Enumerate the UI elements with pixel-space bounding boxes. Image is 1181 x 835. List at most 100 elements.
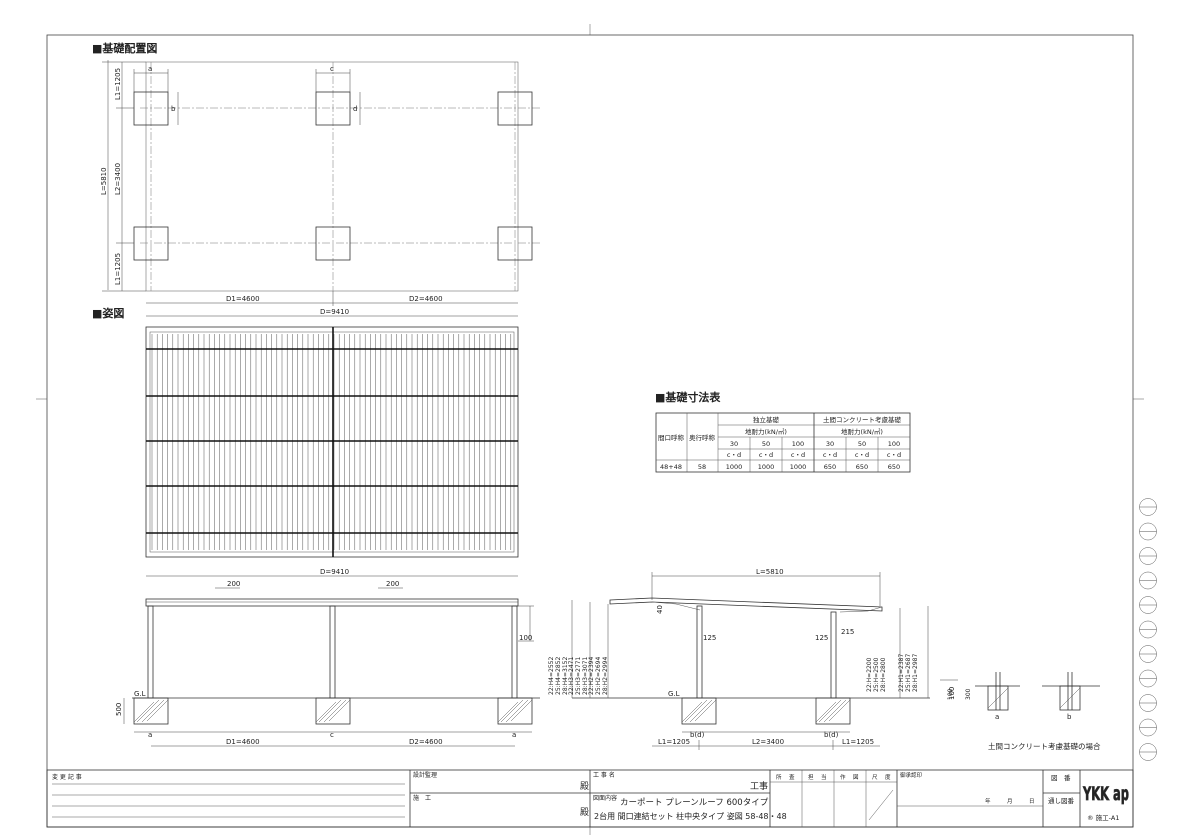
plan-title: ■基礎配置図 (92, 41, 157, 55)
side-h-right-6: 28:H1=2987 (912, 654, 919, 692)
table-load-2: 50 (762, 440, 770, 448)
plan-dim-l1-bot: L1=1205 (114, 253, 122, 285)
hatch-line (348, 699, 351, 702)
binder-holes (1139, 498, 1157, 761)
hatch-line (133, 701, 155, 723)
footing-5 (315, 226, 351, 261)
footing-3 (497, 91, 533, 126)
tb-scale-slash (868, 789, 894, 821)
table-cd-1: c・d (727, 451, 741, 459)
tb-revision: 変 更 記 事 (52, 773, 82, 781)
side-dim-100: 100 (948, 687, 956, 700)
detail-dim-300: 300 (965, 688, 972, 700)
detail-footing-b (1059, 685, 1081, 711)
side-column-2 (830, 611, 837, 699)
table-head-span: 間口呼称 (658, 433, 685, 442)
hatch-line (681, 701, 703, 723)
hatch-line (689, 699, 713, 723)
concrete-detail: 300 100 a b 土間コンクリート考慮基礎の場合 (947, 672, 1101, 751)
side-footing-hatch (681, 699, 851, 723)
table-group-2: 土間コンクリート考慮基礎 (823, 415, 902, 424)
tb-approval-3: 担 (808, 773, 814, 781)
hatch-line (166, 699, 169, 702)
table-row-v4: 650 (824, 463, 836, 471)
hatch-line (505, 699, 529, 723)
side-h-right-3: 28:H=2800 (880, 657, 887, 692)
table-load-6: 100 (888, 440, 900, 448)
side-h-left-7: 22:H2=2394 (588, 657, 595, 695)
tb-project-label: 工 事 名 (593, 771, 615, 779)
tb-approval-8: 度 (885, 773, 891, 781)
front-dim-200a: 200 (227, 580, 240, 588)
hatch-line (315, 701, 337, 723)
roof-slats (151, 334, 512, 550)
side-dim-125b: 125 (815, 634, 828, 642)
table-head-depth: 奥行呼称 (689, 433, 716, 442)
tb-logo: YKK ap (1082, 783, 1129, 805)
front-column-1 (147, 605, 154, 699)
table-cd-4: c・d (823, 451, 837, 459)
roof-top-view: ■姿図 (92, 306, 519, 558)
foundation-plan: ■基礎配置図 a b c d L1=1205 L2= (92, 41, 540, 317)
plan-dim-d2: D2=4600 (409, 295, 443, 303)
plan-tag-c: c (330, 65, 334, 73)
table-row-v1: 1000 (726, 463, 743, 471)
hatch-line (318, 699, 342, 723)
table-frame (655, 412, 911, 473)
hatch-line (848, 699, 851, 702)
tb-approval-5: 作 (840, 773, 846, 781)
tb-approval-7: 尺 (872, 774, 878, 781)
tb-drawing-line1: カーポート プレーンルーフ 600タイプ (620, 798, 769, 808)
table-load-1: 30 (730, 440, 738, 448)
tb-approval-4: 当 (821, 773, 827, 781)
tb-drawing-line2: 2台用 間口連結セット 柱中央タイプ 姿図 58-48・48 (594, 811, 787, 821)
tb-date-year: 年 (985, 797, 991, 805)
side-footing-2 (815, 697, 851, 725)
hatch-line (714, 699, 717, 702)
tb-project-suffix: 工事 (750, 780, 768, 792)
front-dim-200b: 200 (386, 580, 399, 588)
plan-outline (145, 61, 519, 292)
hatch-line (141, 699, 165, 723)
foundation-table: ■基礎寸法表 間口呼称 奥行呼称 独立基礎 土間コンクリート考慮基礎 地耐力(k… (655, 390, 911, 473)
table-load-3: 100 (792, 440, 804, 448)
hatch-line (323, 699, 347, 723)
side-dim-l1a: L1=1205 (658, 738, 690, 746)
front-gl: G.L (134, 690, 146, 698)
tb-code: ® 施工-A1 (1087, 813, 1120, 822)
front-dim-d2: D2=4600 (409, 738, 443, 746)
front-footing-2 (315, 697, 351, 725)
front-dim-500: 500 (115, 703, 123, 716)
table-cd-2: c・d (759, 451, 773, 459)
hatch-line (136, 699, 160, 723)
side-h-right-1: 22:H=2200 (866, 657, 873, 692)
table-load-4: 30 (826, 440, 834, 448)
side-roof-bracket-right (839, 606, 883, 613)
side-h-left-5: 25:H3=2771 (575, 657, 582, 695)
side-roof-bracket-left (651, 601, 701, 611)
side-h-left-9: 28:H2=2994 (602, 657, 609, 695)
tb-construction: 施 工 (413, 794, 431, 802)
table-cd-3: c・d (791, 451, 805, 459)
plan-dim-l1-top: L1=1205 (114, 68, 122, 100)
detail-footing-a (987, 685, 1009, 711)
front-dim-100: 100 (519, 634, 532, 642)
front-tag-c: c (330, 731, 334, 739)
front-roof (145, 598, 519, 607)
front-footing-1 (133, 697, 169, 725)
plan-dim-d1: D1=4600 (226, 295, 260, 303)
side-dim-215: 215 (841, 628, 854, 636)
table-row-v2: 1000 (758, 463, 775, 471)
tb-date-month: 月 (1007, 798, 1013, 805)
tb-approval-6: 図 (853, 774, 859, 781)
table-load-5: 50 (858, 440, 866, 448)
front-tag-a2: a (512, 731, 516, 739)
hatch-line (684, 699, 708, 723)
side-h-left-4: 22:H3=2471 (568, 657, 575, 695)
side-tag-bd1: b(d) (690, 731, 705, 739)
front-footing-3 (497, 697, 533, 725)
tb-sama-1: 殿 (580, 781, 589, 792)
table-row-v5: 650 (856, 463, 868, 471)
front-elevation: D=9410 200 200 100 G.L 500 a c a D1=4600… (115, 568, 540, 747)
